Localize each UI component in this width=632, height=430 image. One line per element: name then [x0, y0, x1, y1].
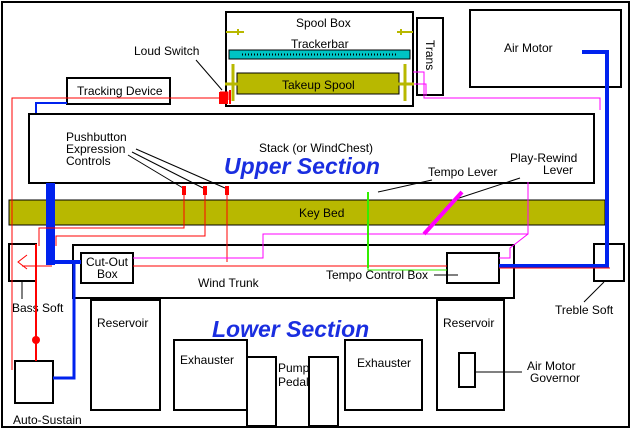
play-rewind-label-line2: Lever: [543, 163, 573, 177]
red-tubing-stub-2: [203, 186, 207, 195]
reservoir-left: [90, 299, 161, 411]
trans-label: Trans: [423, 40, 437, 70]
air-motor-label: Air Motor: [504, 41, 553, 55]
tempo-control-box: [446, 252, 500, 284]
pump-label-line2: Pedal: [278, 375, 309, 389]
tempo-control-box-label: Tempo Control Box: [326, 268, 428, 282]
pushbutton-label-line2: Expression: [66, 142, 125, 156]
pushbutton-label-line3: Controls: [66, 154, 111, 168]
stack-label: Stack (or WindChest): [259, 141, 373, 155]
upper-section-label: Upper Section: [224, 153, 380, 179]
pump-pedal-right: [308, 356, 339, 427]
key-bed-label: Key Bed: [299, 206, 344, 220]
auto-sustain-box: [14, 360, 54, 404]
reservoir-left-label: Reservoir: [97, 316, 148, 330]
air-motor-box: [469, 9, 622, 88]
exhauster-left-label: Exhauster: [180, 353, 234, 367]
reservoir-right-label: Reservoir: [443, 316, 494, 330]
air-motor-governor-label-line2: Governor: [530, 371, 580, 385]
auto-sustain-label: Auto-Sustain: [13, 413, 82, 427]
red-tubing: [11, 90, 610, 370]
loud-switch: [219, 92, 228, 104]
play-rewind-label-line1: Play-Rewind: [510, 151, 577, 165]
pushbutton-pointer-2: [131, 151, 204, 189]
green-tubing: [367, 192, 447, 271]
trackerbar-label: Trackerbar: [291, 37, 349, 51]
tracking-device-label: Tracking Device: [77, 84, 163, 98]
exhauster-right-label: Exhauster: [357, 356, 411, 370]
air-motor-governor: [458, 352, 476, 388]
red-tubing-stub-1: [182, 186, 186, 195]
trans-box: [416, 17, 444, 96]
pushbutton-pointer-3: [135, 148, 226, 189]
treble-soft-label: Treble Soft: [555, 303, 614, 317]
pushbutton-pointer-1: [127, 154, 184, 189]
wind-trunk-label: Wind Trunk: [198, 276, 260, 290]
takeup-spool-label: Takeup Spool: [282, 78, 355, 92]
red-tubing-stub-3: [225, 186, 229, 195]
wind-trunk-box: [72, 244, 515, 299]
lower-section-label: Lower Section: [212, 316, 369, 342]
pushbutton-label-line1: Pushbutton: [66, 130, 127, 144]
loud-switch-pointer: [195, 59, 223, 91]
loud-switch-label: Loud Switch: [134, 44, 199, 58]
red-tubing-junction: [32, 336, 40, 344]
cutout-label-line2: Box: [97, 267, 118, 281]
exhauster-right: [344, 339, 423, 411]
blue-tubing: [35, 50, 609, 380]
tracking-device-box: [66, 77, 171, 105]
magenta-tubing: [133, 71, 601, 259]
key-bed: [8, 199, 606, 226]
bass-soft-box: [8, 243, 37, 282]
pump-pedal-left: [246, 356, 277, 427]
tempo-lever-label: Tempo Lever: [428, 165, 497, 179]
tempo-lever-pointer: [377, 179, 433, 193]
cutout-box: [80, 252, 134, 284]
treble-soft-pointer: [583, 281, 605, 303]
stack-box: [28, 113, 595, 184]
bass-soft-label: Bass Soft: [12, 301, 64, 315]
exhauster-left: [173, 339, 248, 411]
air-motor-governor-label-line1: Air Motor: [527, 359, 576, 373]
spool-box-label: Spool Box: [296, 16, 351, 30]
play-rewind-lever: [422, 190, 464, 236]
pump-label-line1: Pump: [278, 361, 310, 375]
trackerbar-bar: [228, 49, 411, 60]
cutout-label-line1: Cut-Out: [86, 255, 129, 269]
